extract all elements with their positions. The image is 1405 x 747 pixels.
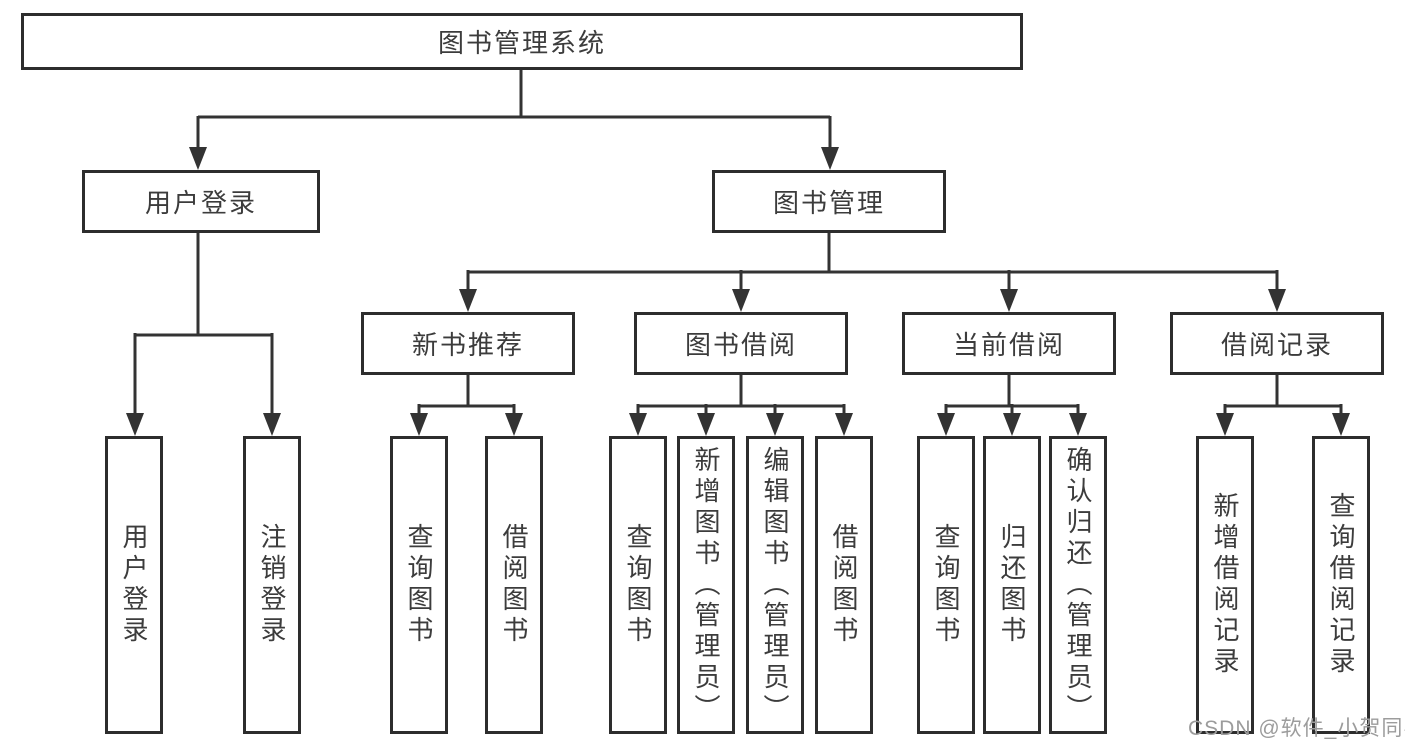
leaf-return-books: 归还图书 <box>983 436 1041 734</box>
leaf-current-query-books: 查询图书 <box>917 436 975 734</box>
leaf-logout: 注销登录 <box>243 436 301 734</box>
node-root-system: 图书管理系统 <box>21 13 1023 70</box>
leaf-confirm-return-admin: 确认归还（管理员） <box>1049 436 1107 734</box>
leaf-query-borrow-record: 查询借阅记录 <box>1312 436 1370 734</box>
leaf-borrow-books: 借阅图书 <box>815 436 873 734</box>
node-current-borrowing: 当前借阅 <box>902 312 1116 375</box>
node-new-book-recommendation: 新书推荐 <box>361 312 575 375</box>
leaf-rec-borrow-books: 借阅图书 <box>485 436 543 734</box>
leaf-add-books-admin: 新增图书（管理员） <box>677 436 735 734</box>
leaf-borrow-query-books: 查询图书 <box>609 436 667 734</box>
leaf-rec-query-books: 查询图书 <box>390 436 448 734</box>
leaf-user-login: 用户登录 <box>105 436 163 734</box>
node-borrowing-records: 借阅记录 <box>1170 312 1384 375</box>
leaf-edit-books-admin: 编辑图书（管理员） <box>746 436 804 734</box>
leaf-add-borrow-record: 新增借阅记录 <box>1196 436 1254 734</box>
csdn-watermark: CSDN @软件_小贺同学 <box>1188 717 1405 740</box>
node-user-login: 用户登录 <box>82 170 320 233</box>
node-book-management: 图书管理 <box>712 170 946 233</box>
node-book-borrowing: 图书借阅 <box>634 312 848 375</box>
arrowheads <box>126 147 1350 436</box>
